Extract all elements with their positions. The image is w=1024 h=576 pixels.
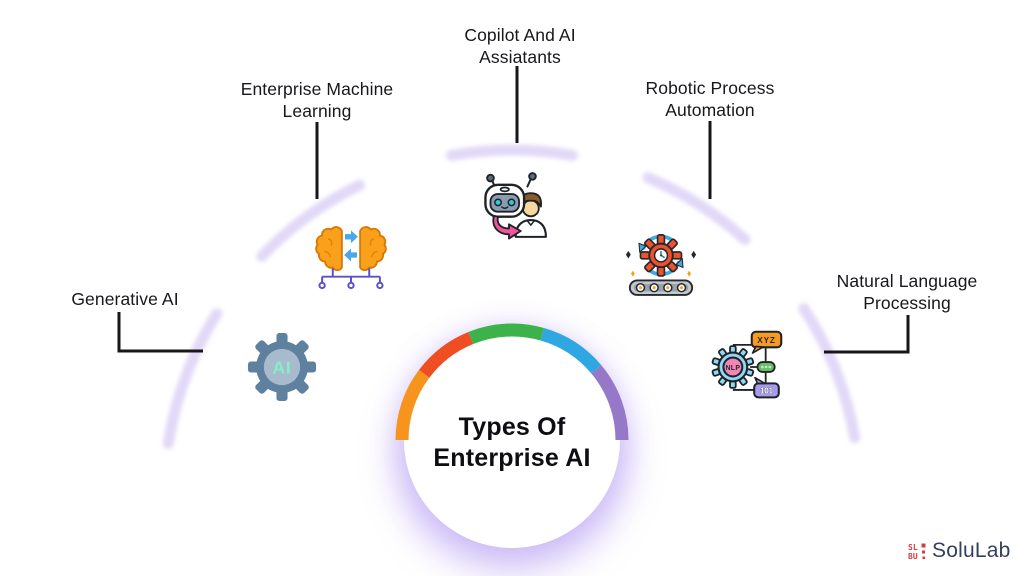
- brand-lockup: SL BU SoluLab: [908, 539, 1010, 563]
- network-tree: [318, 268, 384, 290]
- machine-learning-brains-icon: [315, 226, 387, 290]
- logo-bottom-letters: BU: [908, 552, 918, 561]
- ellipsis-pill: [756, 361, 776, 373]
- arc-segment-purple: [591, 365, 629, 441]
- copilot-robot-assistant-icon: [484, 172, 547, 240]
- arc-segment-red: [419, 331, 474, 378]
- brand-name: SoluLab: [932, 539, 1011, 562]
- arc-segment-orange: [395, 369, 430, 441]
- generative-ai-gear-icon: AI: [247, 332, 317, 402]
- connector-nlp: [824, 315, 910, 354]
- handoff-arrow: [492, 214, 522, 240]
- nlp-letters: NLP: [726, 365, 741, 372]
- page-title: Types Of Enterprise AI: [397, 412, 627, 474]
- transfer-arrows: [344, 230, 358, 262]
- label-rpa: Robotic Process Automation: [645, 78, 775, 120]
- binary-speech-bubble: 101: [753, 376, 780, 399]
- label-machine-learning: Enterprise Machine Learning: [240, 79, 394, 121]
- xyz-speech-bubble: XYZ: [750, 330, 783, 354]
- center-circle: [404, 332, 620, 548]
- person-hair: [519, 192, 543, 208]
- nlp-gear-chat-icon: NLP XYZ 101: [711, 330, 783, 399]
- arc-segment-blue: [540, 328, 602, 374]
- title-line-1: Types Of: [458, 413, 566, 441]
- xyz-letters: XYZ: [757, 336, 775, 345]
- robot-face-panel: [489, 193, 520, 213]
- label-nlp: Natural Language Processing: [836, 271, 978, 313]
- outer-glow-ring: [162, 144, 861, 449]
- binary-digits: 101: [760, 387, 774, 396]
- rpa-gear-conveyor-icon: [625, 234, 697, 296]
- person-body: [514, 219, 547, 238]
- title-line-2: Enterprise AI: [433, 444, 591, 472]
- label-copilot: Copilot And AI Assiatants: [464, 25, 576, 67]
- label-generative-ai: Generative AI: [71, 289, 179, 309]
- arc-segment-green: [468, 323, 545, 345]
- logo-top-letters: SL: [908, 543, 918, 552]
- connector-generative-ai: [117, 312, 203, 353]
- solulab-logo-icon: SL BU: [908, 543, 926, 561]
- ai-letters: AI: [272, 358, 291, 378]
- connector-lines: [117, 66, 910, 354]
